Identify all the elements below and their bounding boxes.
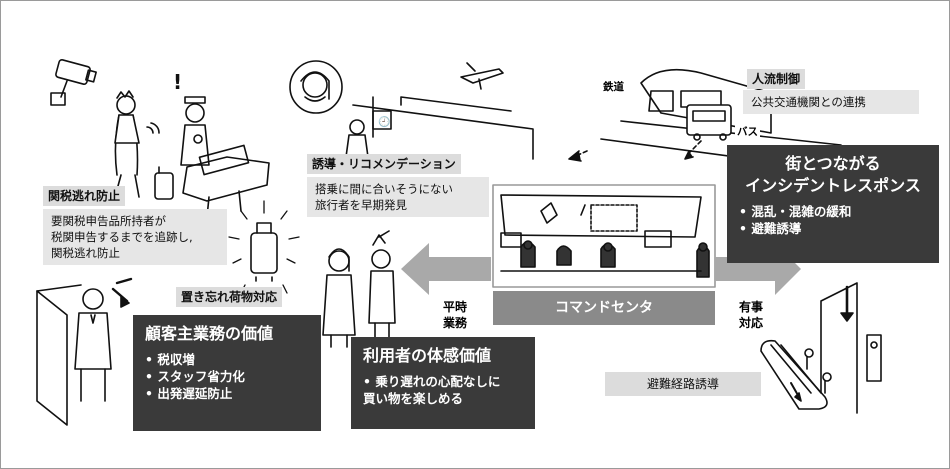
abandoned-luggage-illustration (228, 200, 300, 294)
airplane-icon (460, 62, 504, 90)
normal-ops-label: 平時 業務 (442, 300, 467, 330)
user-value-title: 利用者の体感価値 (363, 346, 492, 365)
customs-officer-illustration: ! (173, 70, 270, 218)
incident-response-title: 街とつながる インシデントレスポンス (745, 154, 921, 195)
customs-evasion-desc: 要関税申告品所持者が 税関申告するまでを追跡し, 関税逃れ防止 (43, 209, 227, 265)
security-camera-icon (50, 59, 97, 106)
guidance-desc: 搭乗に間に合いそうにない 旅行者を早期発見 (307, 177, 489, 217)
incident-response-item: 混乱・混雑の緩和 (739, 203, 927, 220)
user-value-item: 乗り遅れの心配なしに 買い物を楽しめる (363, 373, 523, 407)
normal-ops-arrow (401, 243, 491, 295)
svg-text:!: ! (173, 70, 182, 94)
crowd-control-title: 人流制御 (747, 69, 806, 89)
customs-gate-illustration (36, 277, 133, 426)
customs-evasion-title: 関税逃れ防止 (43, 186, 126, 206)
lost-items-title: 置き忘れ荷物対応 (176, 287, 283, 307)
incident-response-box: 街とつながる インシデントレスポンス 混乱・混雑の緩和 避難誘導 (727, 145, 939, 263)
client-value-box: 顧客主業務の価値 税収増 スタッフ省力化 出発遅延防止 (133, 315, 321, 431)
evacuation-illustration (760, 282, 882, 414)
worried-face-bubble (289, 60, 343, 114)
traveler-illustration (114, 90, 174, 200)
evacuation-route-label: 避難経路誘導 (605, 372, 761, 396)
svg-text:🕘: 🕘 (378, 115, 390, 128)
emergency-label: 有事 対応 (738, 300, 763, 330)
client-value-item: スタッフ省力化 (145, 368, 309, 385)
terminal-window-illustration: 🕘 (352, 96, 534, 160)
crowd-control-desc: 公共交通機関との連携 (743, 90, 919, 114)
client-value-title: 顧客主業務の価値 (145, 324, 274, 343)
bus-illustration (684, 104, 732, 160)
bus-label: バス (735, 125, 760, 139)
client-value-item: 税収増 (145, 351, 309, 368)
client-value-item: 出発遅延防止 (145, 385, 309, 402)
user-value-box: 利用者の体感価値 乗り遅れの心配なしに 買い物を楽しめる (351, 337, 535, 429)
guidance-title: 誘導・リコメンデーション (307, 154, 461, 174)
command-center-illustration (492, 184, 716, 288)
incident-response-item: 避難誘導 (739, 220, 927, 237)
rail-label: 鉄道 (601, 80, 626, 94)
shopping-users-illustration (322, 230, 396, 348)
command-center-label: コマンドセンタ (493, 291, 715, 325)
train-illustration (568, 68, 842, 164)
